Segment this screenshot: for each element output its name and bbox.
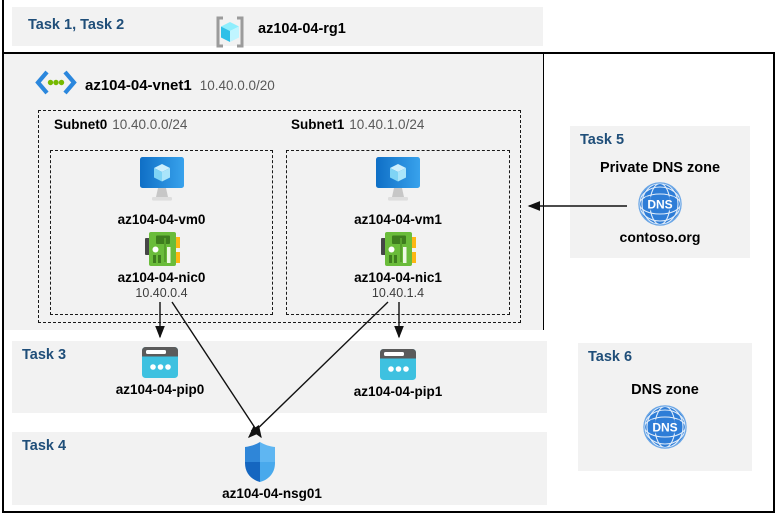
- subnet1-cidr: 10.40.1.0/24: [349, 117, 425, 132]
- vm-name: az104-04-vm0: [117, 212, 206, 227]
- subnet0-box: az104-04-vm0 az104-04-nic0 10.40.0.4: [50, 150, 273, 315]
- task4-band: Task 4 az104-04-nsg01: [12, 432, 547, 505]
- task12-heading: Task 1, Task 2: [28, 17, 125, 33]
- task4-heading: Task 4: [22, 438, 67, 454]
- vnet-icon: [35, 70, 77, 100]
- subnet0-cidr: 10.40.0.0/24: [112, 117, 188, 132]
- public-ip-icon: [380, 349, 416, 385]
- nsg-name: az104-04-nsg01: [222, 486, 322, 501]
- subnet1-box: az104-04-vm1 az104-04-nic1 10.40.1.4: [286, 150, 510, 315]
- subnet1-label: Subnet1 10.40.1.0/24: [291, 117, 424, 132]
- task6-panel: Task 6 DNS zone DNS: [578, 343, 752, 471]
- pip-name: az104-04-pip0: [115, 382, 205, 397]
- nic-name: az104-04-nic1: [354, 270, 442, 285]
- nic-icon: [143, 232, 181, 274]
- vnet-cidr: 10.40.0.0/20: [199, 77, 275, 93]
- subnet1-name: Subnet1: [291, 117, 345, 132]
- dns-zone-title: DNS zone: [631, 382, 699, 398]
- task3-band: Task 3 az104-04-pip0 az104-04-pip1: [12, 341, 547, 413]
- task5-heading: Task 5: [580, 132, 625, 148]
- task3-heading: Task 3: [22, 347, 67, 363]
- resource-group-icon: [214, 16, 246, 53]
- pip-name: az104-04-pip1: [353, 384, 443, 399]
- nic-icon: [379, 232, 417, 274]
- subnet0-name: Subnet0: [54, 117, 108, 132]
- vm-name: az104-04-vm1: [354, 212, 442, 227]
- dns-icon-text: DNS: [647, 198, 672, 212]
- dns-icon-text: DNS: [652, 421, 677, 435]
- vnet-region: [3, 54, 544, 330]
- diagram-outer-box: [1, 52, 775, 513]
- dns-icon: DNS: [638, 182, 682, 231]
- vnet-name: az104-04-vnet1: [85, 76, 192, 94]
- dns-icon: DNS: [643, 405, 687, 454]
- task6-heading: Task 6: [588, 349, 633, 365]
- public-ip-icon: [142, 347, 178, 383]
- subnet0-label: Subnet0 10.40.0.0/24: [54, 117, 187, 132]
- private-dns-zone-title: Private DNS zone: [599, 160, 721, 176]
- nic-private-ip: 10.40.1.4: [371, 286, 425, 300]
- task5-panel: Task 5 Private DNS zone DNS contoso.org: [570, 126, 750, 258]
- vnet-header: az104-04-vnet1 10.40.0.0/20: [35, 70, 275, 100]
- resource-group-name: az104-04-rg1: [258, 21, 346, 37]
- virtual-machine-icon: [139, 157, 185, 208]
- nic-name: az104-04-nic0: [117, 270, 206, 285]
- task12-band: Task 1, Task 2 az104-04-rg1: [12, 7, 543, 48]
- nsg-shield-icon: [245, 442, 275, 487]
- virtual-machine-icon: [375, 157, 421, 208]
- private-dns-zone-name: contoso.org: [619, 229, 701, 245]
- nic-private-ip: 10.40.0.4: [135, 286, 188, 300]
